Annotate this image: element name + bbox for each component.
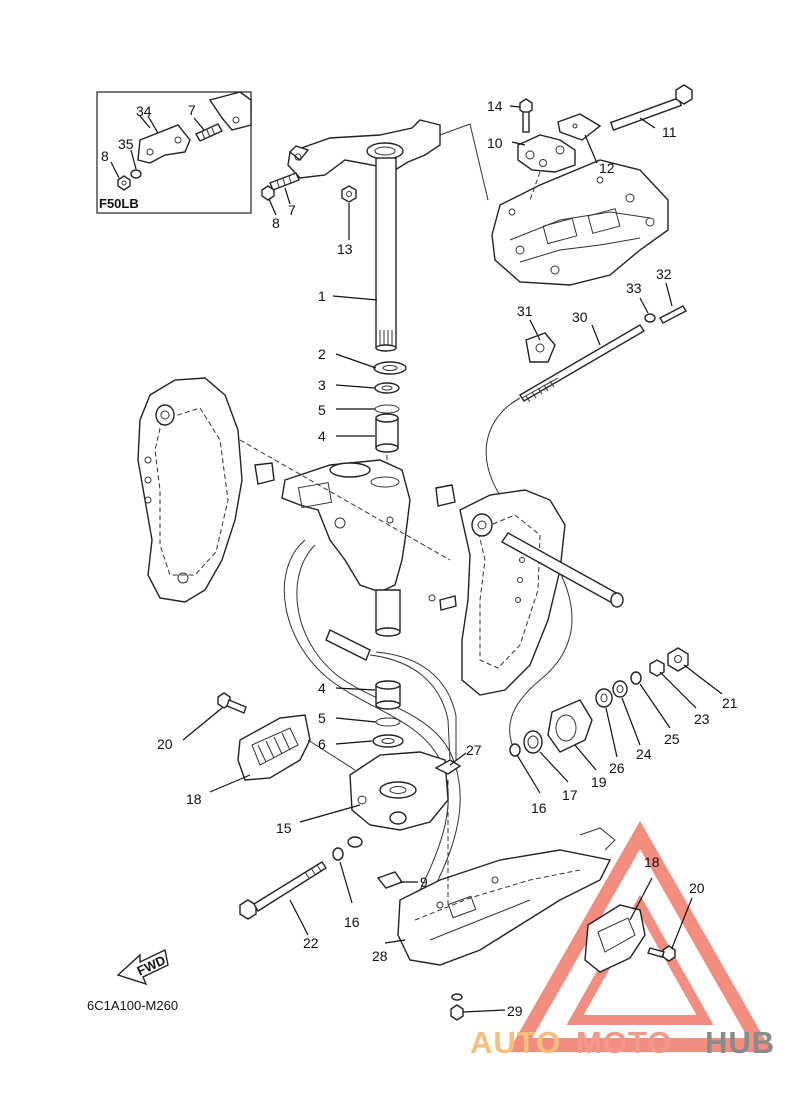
callout-14: 14: [487, 98, 503, 114]
callout-24: 24: [636, 746, 652, 762]
bottom-cowling-plate: [491, 159, 669, 286]
callout-35: 35: [118, 136, 134, 152]
callout-21: 21: [722, 695, 738, 711]
callout-16-right: 16: [531, 800, 547, 816]
clip-9: [376, 871, 404, 889]
bolt-22: [239, 861, 327, 920]
screw-29: [450, 993, 464, 1021]
lower-pan-28: [397, 780, 616, 966]
callout-33: 33: [626, 280, 642, 296]
callout-19: 19: [591, 774, 607, 790]
clip-33: [644, 313, 656, 323]
mount-rubber-19: [547, 699, 593, 753]
callout-6: 6: [318, 736, 326, 752]
bushing-left: [254, 462, 275, 485]
clamp-bracket-right: [459, 489, 566, 696]
stud-7: [269, 172, 300, 191]
callout-2: 2: [318, 346, 326, 362]
callout-12: 12: [599, 160, 615, 176]
callout-30: 30: [572, 309, 588, 325]
bracket-10: [517, 134, 576, 201]
inset-f50lb: F50LB: [96, 91, 252, 214]
callout-20-left: 20: [157, 736, 173, 752]
callout-labels: 34 7 35 8 14 10 11 12 13 7 8 1 2 3 5 4 3…: [101, 98, 738, 1019]
watermark-text: AUTO MOTO HUB: [470, 1025, 775, 1060]
clip-31: [525, 332, 556, 363]
callout-8: 8: [272, 215, 280, 231]
callout-13: 13: [337, 241, 353, 257]
nut-13: [341, 185, 357, 203]
callout-16-left: 16: [344, 914, 360, 930]
callout-17: 17: [562, 787, 578, 803]
callout-4: 4: [318, 428, 326, 444]
screw-32: [659, 305, 687, 324]
watermark-auto: AUTO: [470, 1025, 561, 1060]
callout-4-lower: 4: [318, 680, 326, 696]
washer-26: [595, 688, 613, 708]
fwd-arrow-icon: FWD: [116, 948, 169, 986]
bolt-14: [519, 98, 533, 133]
washer-25: [630, 671, 642, 685]
leader-lines: [139, 105, 723, 1013]
bolt-11: [609, 84, 693, 131]
watermark-hub: HUB: [705, 1025, 775, 1060]
callout-27: 27: [466, 742, 482, 758]
washer-16-right: [509, 743, 521, 757]
callout-25: 25: [664, 731, 680, 747]
mount-rubber-18-left: [237, 714, 356, 781]
callout-8-inset: 8: [101, 148, 109, 164]
washer-16-left: [332, 847, 344, 861]
callout-22: 22: [303, 935, 319, 951]
mount-rubber-18-right: [584, 904, 646, 973]
callout-23: 23: [694, 711, 710, 727]
callout-31: 31: [517, 303, 533, 319]
callout-3: 3: [318, 377, 326, 393]
swivel-bracket: [239, 439, 451, 637]
cable-30: [485, 324, 645, 761]
callout-5: 5: [318, 402, 326, 418]
clamp-bracket-left: [137, 377, 243, 603]
callout-26: 26: [609, 760, 625, 776]
bushing-17: [523, 730, 543, 754]
grease-nipple: [428, 594, 457, 611]
hoses: [283, 539, 461, 893]
callout-32: 32: [656, 266, 672, 282]
callout-15: 15: [276, 820, 292, 836]
steering-arm: [287, 119, 489, 352]
nut-8: [261, 185, 275, 201]
callout-11: 11: [662, 124, 677, 140]
clip-27: [434, 759, 462, 775]
washer-near-mount: [347, 836, 363, 848]
callout-29: 29: [507, 1003, 523, 1019]
washer-24: [612, 680, 628, 698]
callout-20-right: 20: [689, 880, 705, 896]
callout-34: 34: [136, 103, 152, 119]
plate-12: [557, 113, 602, 141]
lower-mount-15: [349, 751, 449, 831]
callout-18-left: 18: [186, 791, 202, 807]
callout-28: 28: [372, 948, 388, 964]
inset-title: F50LB: [99, 196, 139, 211]
callout-18-right: 18: [644, 854, 660, 870]
callout-5-lower: 5: [318, 710, 326, 726]
callout-9: 9: [420, 874, 428, 890]
tilt-tube: [500, 532, 624, 608]
callout-10: 10: [487, 135, 503, 151]
bushing-right: [435, 484, 456, 507]
bushing-stack-lower: [372, 680, 404, 748]
bolt-20-right: [647, 945, 676, 962]
callout-7: 7: [288, 202, 296, 218]
watermark-moto: MOTO: [576, 1025, 672, 1060]
reference-code: 6C1A100-M260: [87, 998, 178, 1013]
callout-1: 1: [318, 288, 326, 304]
nut-21: [667, 647, 689, 672]
bolt-20-left: [217, 692, 247, 714]
callout-7-inset: 7: [188, 102, 196, 118]
